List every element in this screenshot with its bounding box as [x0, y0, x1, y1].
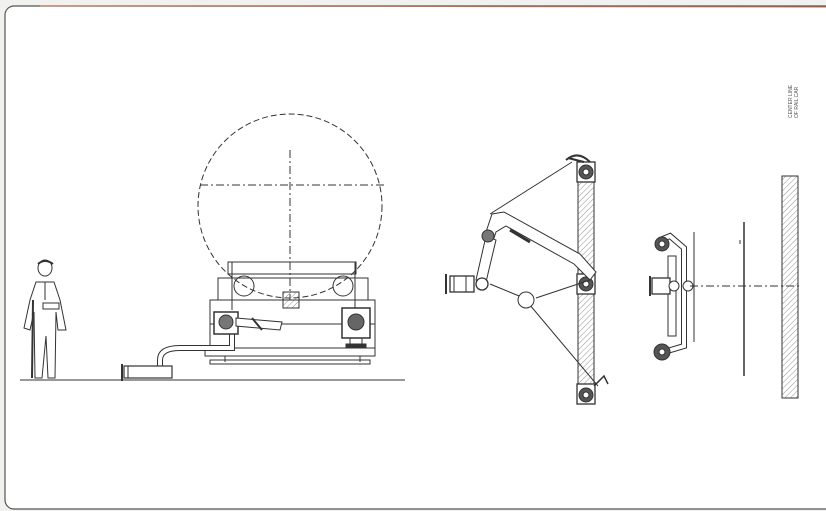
coupler-flange: [445, 274, 475, 294]
top-edge-accent: [39, 5, 826, 8]
swivel-joint: [653, 343, 671, 361]
loading-arm-side: [121, 307, 371, 381]
railcar-frame: [204, 261, 376, 365]
swivel-joint: [654, 236, 670, 252]
railcar-wall-hatched: [781, 175, 799, 399]
stored-position-view: [649, 175, 800, 399]
centerline-label: CENTER LINE OF RAIL CAR: [788, 85, 800, 118]
plan-view: [445, 154, 609, 405]
paper-sheet: [4, 5, 826, 510]
swivel-joint: [576, 161, 596, 183]
coupler-flange: [649, 276, 680, 296]
swivel-joint: [576, 383, 596, 405]
side-elevation-view: [20, 113, 405, 381]
centerline-label-line2: OF RAIL CAR: [794, 86, 800, 118]
operator-figure: [23, 259, 67, 379]
